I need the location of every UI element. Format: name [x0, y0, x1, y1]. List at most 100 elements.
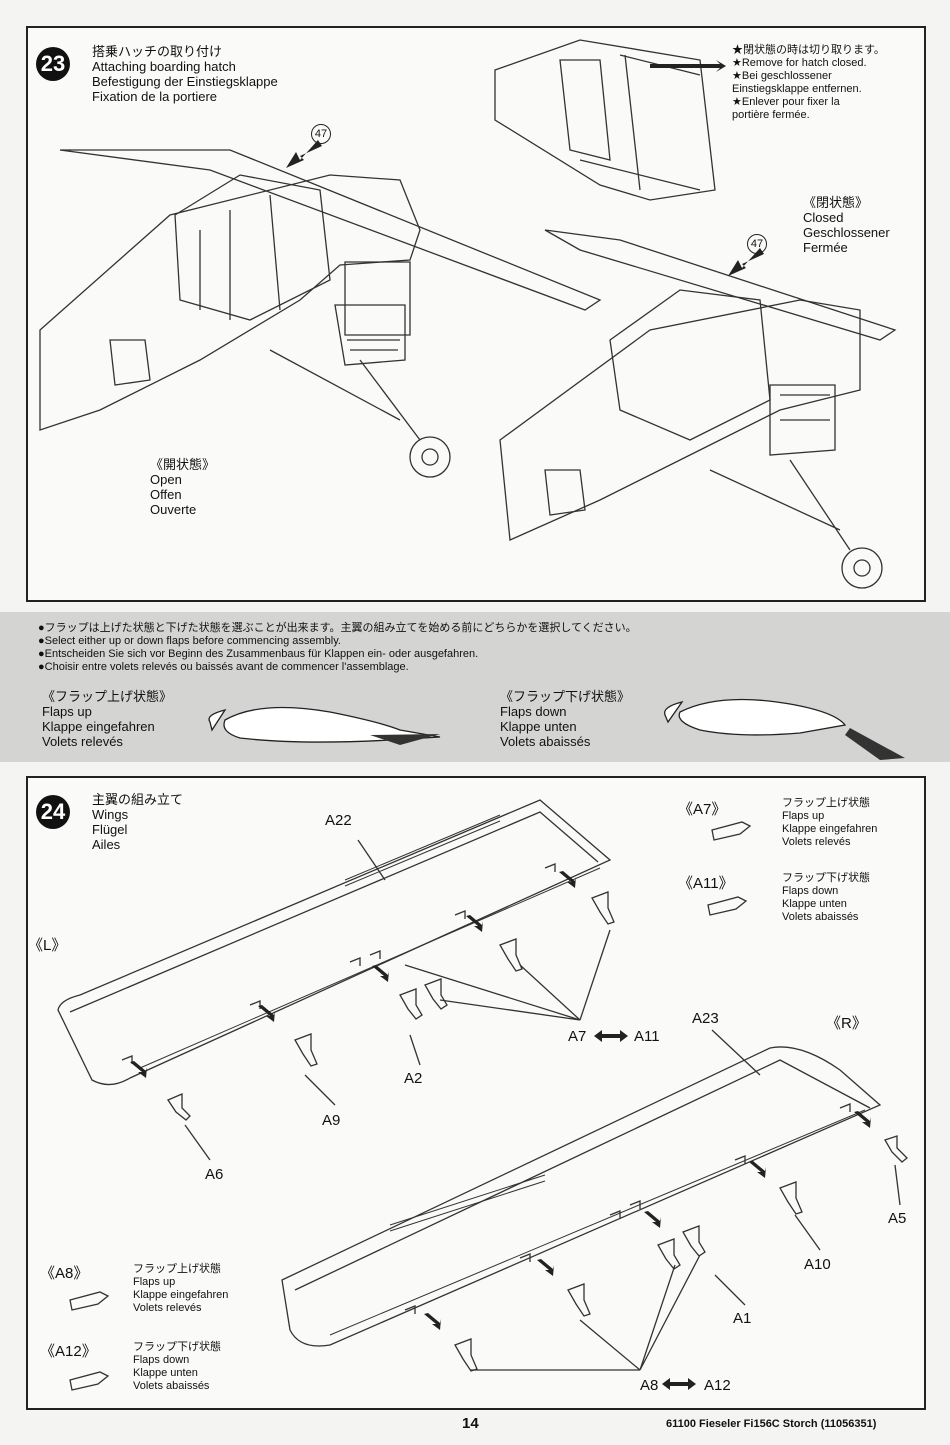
step-23-title-de: Befestigung der Einstiegsklappe: [92, 74, 278, 89]
right-wing-hinge-line: [329, 1109, 866, 1336]
left-cabin: [174, 174, 331, 321]
flaps-down-ja: 《フラップ下げ状態》: [500, 689, 631, 704]
flaps-up-label: 《フラップ上げ状態》 Flaps up Klappe eingefahren V…: [42, 689, 172, 749]
flaps-down-en: Flaps down: [500, 704, 567, 719]
flap-note-line: ●Select either up or down flaps before c…: [38, 635, 341, 647]
right-fuselage: [499, 299, 861, 541]
step-24-title-de: Flügel: [92, 822, 128, 837]
note-line: ★Remove for hatch closed.: [732, 57, 867, 69]
open-ja: 《開状態》: [150, 457, 216, 472]
legend-line: Klappe unten: [782, 898, 847, 910]
step-24-badge: 24: [36, 795, 70, 829]
flap-notes-strip: [0, 612, 950, 762]
flap-note-line: ●Entscheiden Sie sich vor Beginn des Zus…: [38, 648, 479, 660]
side-right-label: 《R》: [826, 1015, 867, 1032]
legend-a8-text: フラップ上げ状態 Flaps up Klappe eingefahren Vol…: [133, 1263, 228, 1315]
left-wing: [59, 149, 602, 311]
right-hatch-closed: [769, 384, 836, 456]
part-a9: [294, 1033, 318, 1067]
product-line: 61100 Fieseler Fi156C Storch (11056351): [666, 1418, 877, 1430]
step-24-title-fr: Ailes: [92, 837, 121, 852]
legend-a7-text: フラップ上げ状態 Flaps up Klappe eingefahren Vol…: [782, 797, 877, 849]
step-23-title-fr: Fixation de la portiere: [92, 89, 218, 104]
flap-notes-text: ●フラップは上げた状態と下げた状態を選ぶことが出来ます。主翼の組み立てを始める前…: [38, 622, 637, 674]
label-a6: A6: [205, 1166, 224, 1183]
step-24-title-ja: 主翼の組み立て: [92, 792, 184, 807]
legend-a11-title: 《A11》: [678, 875, 734, 892]
label-a22: A22: [325, 812, 352, 829]
legend-a12-text: フラップ下げ状態 Flaps down Klappe unten Volets …: [133, 1341, 221, 1393]
step-24-title-en: Wings: [92, 807, 129, 822]
left-hatch-open: [344, 261, 411, 336]
legend-a8-part: [69, 1291, 110, 1311]
closed-en: Closed: [803, 210, 844, 225]
legend-line: Klappe eingefahren: [133, 1289, 229, 1301]
side-left-label: 《L》: [28, 937, 67, 954]
arrow-remove: [650, 60, 726, 72]
legend-line: Klappe unten: [133, 1367, 198, 1379]
left-wing-hinge-line: [139, 867, 601, 1069]
part-a6: [167, 1093, 191, 1121]
open-fr: Ouverte: [150, 502, 197, 517]
note-line: Einstiegsklappe entfernen.: [732, 83, 862, 95]
closed-ja: 《閉状態》: [803, 195, 869, 210]
legend-a11-text: フラップ下げ状態 Flaps down Klappe unten Volets …: [782, 872, 870, 924]
legend-a11-part: [707, 896, 748, 916]
step-23-note: ★閉状態の時は切り取ります。 ★Remove for hatch closed.…: [732, 44, 885, 122]
legend-line: フラップ下げ状態: [782, 872, 870, 884]
left-wing-outline: [57, 799, 612, 1086]
closed-de: Geschlossener: [803, 225, 890, 240]
closed-fr: Fermée: [803, 240, 848, 255]
label-a11: A11: [634, 1028, 660, 1045]
right-wing: [544, 229, 897, 341]
label-a5: A5: [888, 1210, 907, 1227]
legend-line: フラップ上げ状態: [782, 797, 870, 809]
right-wheel: [841, 547, 883, 589]
legend-line: Flaps down: [782, 885, 839, 897]
flaps-down-label: 《フラップ下げ状態》 Flaps down Klappe unten Volet…: [500, 689, 630, 749]
label-a12: A12: [704, 1377, 731, 1394]
legend-line: Flaps up: [133, 1276, 176, 1288]
legend-line: フラップ上げ状態: [133, 1263, 221, 1275]
swap-arrow-a7-a11: [594, 1030, 628, 1042]
part-a1: [657, 1238, 681, 1270]
flaps-up-en: Flaps up: [42, 704, 92, 719]
legend-line: Volets abaissés: [133, 1380, 210, 1392]
legend-a12-part: [69, 1371, 110, 1391]
part-ref-47-left: 47: [311, 124, 331, 144]
part-a10: [779, 1181, 803, 1215]
legend-line: Volets abaissés: [782, 911, 859, 923]
note-line: ★Enlever pour fixer la: [732, 96, 840, 108]
label-a10: A10: [804, 1256, 831, 1273]
label-a1: A1: [733, 1310, 752, 1327]
legend-line: Flaps down: [133, 1354, 190, 1366]
step-23-badge: 23: [36, 47, 70, 81]
legend-a12-title: 《A12》: [40, 1343, 97, 1360]
step-24-panel: [26, 776, 926, 1410]
flaps-down-fr: Volets abaissés: [500, 734, 591, 749]
flap-note-line: ●フラップは上げた状態と下げた状態を選ぶことが出来ます。主翼の組み立てを始める前…: [38, 622, 637, 634]
step-23-title-en: Attaching boarding hatch: [92, 59, 236, 74]
flaps-up-fr: Volets relevés: [42, 734, 123, 749]
open-de: Offen: [150, 487, 182, 502]
part-a2: [399, 988, 423, 1020]
left-strut: [269, 349, 421, 441]
note-line: ★閉状態の時は切り取ります。: [732, 44, 885, 56]
part-a5: [884, 1135, 908, 1163]
state-closed-label: 《閉状態》 Closed Geschlossener Fermée: [803, 195, 890, 255]
state-open-label: 《開状態》 Open Offen Ouverte: [150, 457, 215, 517]
legend-a7-title: 《A7》: [678, 801, 727, 818]
step-23-panel: [26, 26, 926, 602]
flap-note-line: ●Choisir entre volets relevés ou baissés…: [38, 661, 409, 673]
label-a8: A8: [640, 1377, 659, 1394]
page-number: 14: [462, 1415, 479, 1432]
label-a7: A7: [568, 1028, 587, 1045]
open-en: Open: [150, 472, 182, 487]
step-23-title-ja: 搭乗ハッチの取り付け: [92, 44, 223, 59]
legend-line: フラップ下げ状態: [133, 1341, 221, 1353]
flaps-down-de: Klappe unten: [500, 719, 577, 734]
label-a23: A23: [692, 1010, 719, 1027]
